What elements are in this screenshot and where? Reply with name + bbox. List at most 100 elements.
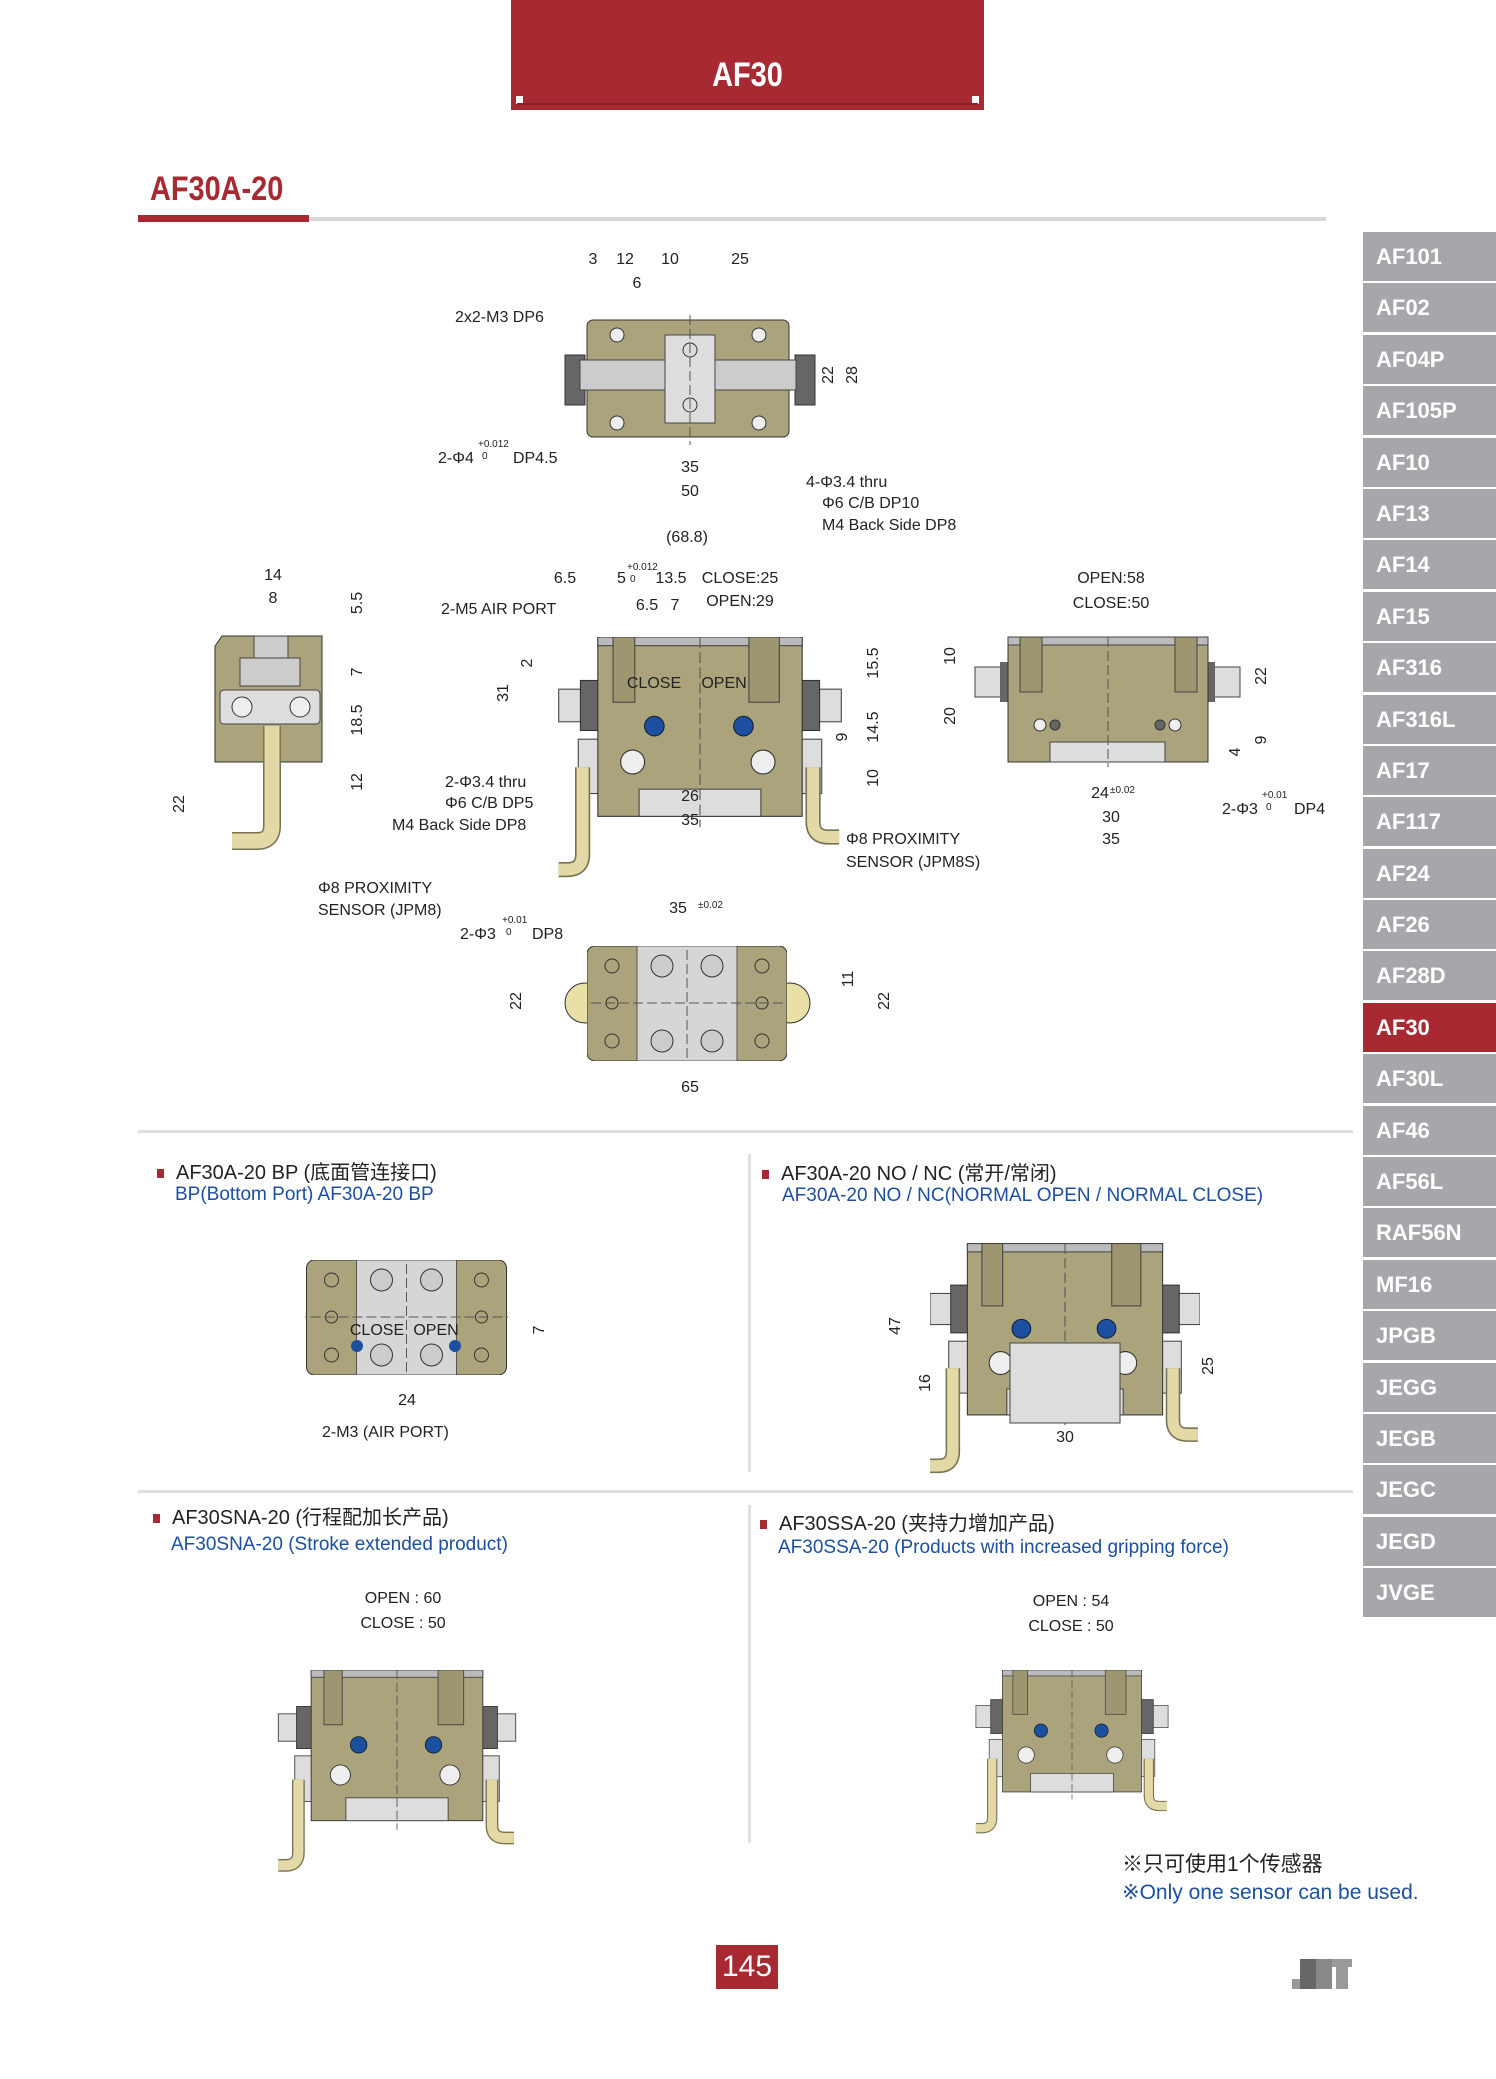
nav-item-af17[interactable]: AF17	[1363, 745, 1496, 795]
nav-item-jpgb[interactable]: JPGB	[1363, 1311, 1496, 1361]
nav-item-af26[interactable]: AF26	[1363, 900, 1496, 950]
dimension-label: 25	[731, 251, 749, 268]
divider	[748, 1154, 751, 1472]
dimension-label: 28	[844, 366, 861, 384]
nav-item-af56l[interactable]: AF56L	[1363, 1157, 1496, 1207]
dimension-label: 6.5	[635, 597, 659, 614]
nav-item-af24[interactable]: AF24	[1363, 848, 1496, 898]
dimension-label: 8	[268, 590, 278, 607]
variant-subtitle-ssa: AF30SSA-20 (Products with increased grip…	[778, 1537, 1229, 1558]
dimension-label: 22	[876, 992, 893, 1010]
corner-mark	[516, 96, 523, 104]
variant-title-nonc: AF30A-20 NO / NC (常开/常闭)	[762, 1157, 1057, 1186]
dimension-label: 10	[942, 647, 959, 665]
page-title: AF30	[712, 56, 783, 94]
dimension-label: 0	[630, 574, 636, 585]
dimension-label: 50	[681, 483, 699, 500]
dimension-label: 22	[508, 992, 525, 1010]
divider	[138, 1130, 1353, 1133]
divider	[748, 1505, 751, 1843]
variant-title-ssa: AF30SSA-20 (夹持力增加产品)	[760, 1507, 1055, 1536]
dimension-label: ±0.02	[698, 900, 723, 911]
nav-item-jegg[interactable]: JEGG	[1363, 1362, 1496, 1412]
dimension-label: 2x2-M3 DP6	[455, 309, 544, 326]
nav-item-af117[interactable]: AF117	[1363, 797, 1496, 847]
nav-item-af316l[interactable]: AF316L	[1363, 694, 1496, 744]
dimension-label: 14.5	[865, 711, 882, 743]
dimension-label: +0.012	[627, 562, 658, 573]
dimension-label: 18.5	[349, 704, 366, 736]
dimension-label: +0.01	[1262, 790, 1288, 801]
nav-item-af105p[interactable]: AF105P	[1363, 386, 1496, 436]
nav-item-jvge[interactable]: JVGE	[1363, 1568, 1496, 1618]
dimension-label: 35	[681, 812, 699, 829]
section-title: AF30A-20	[150, 170, 284, 208]
dimension-label: 0	[482, 451, 488, 462]
nav-item-jegd[interactable]: JEGD	[1363, 1516, 1496, 1566]
nav-item-af02[interactable]: AF02	[1363, 283, 1496, 333]
variant-subtitle-bp: BP(Bottom Port) AF30A-20 BP	[175, 1184, 434, 1205]
nav-item-af15[interactable]: AF15	[1363, 591, 1496, 641]
nav-item-jegc[interactable]: JEGC	[1363, 1465, 1496, 1515]
banner-line	[517, 103, 978, 105]
dimension-label: 6.5	[553, 570, 577, 587]
dimension-label: CLOSE	[349, 1322, 405, 1339]
right-view-drawing	[974, 636, 1241, 767]
variant-title-sna: AF30SNA-20 (行程配加长产品)	[153, 1501, 449, 1530]
dimension-label: OPEN:58	[1077, 570, 1145, 587]
note-cn: ※只可使用1个传感器	[1122, 1853, 1323, 1876]
dimension-label: OPEN	[413, 1322, 459, 1339]
dimension-label: 20	[942, 707, 959, 725]
dimension-label: OPEN	[701, 675, 747, 692]
nav-item-af316[interactable]: AF316	[1363, 643, 1496, 693]
nav-item-jegb[interactable]: JEGB	[1363, 1413, 1496, 1463]
section-underline	[138, 215, 309, 222]
dimension-label: +0.012	[478, 439, 509, 450]
nav-item-af28d[interactable]: AF28D	[1363, 951, 1496, 1001]
dimension-label: 22	[171, 795, 188, 813]
dimension-label: CLOSE:50	[1072, 595, 1150, 612]
nav-item-af13[interactable]: AF13	[1363, 488, 1496, 538]
dimension-label: 5.5	[349, 591, 366, 615]
nav-item-af04p[interactable]: AF04P	[1363, 334, 1496, 384]
side-view-drawing	[214, 635, 323, 850]
dimension-label: 4-Φ3.4 thru	[806, 474, 888, 491]
dimension-label: Φ6 C/B DP5	[445, 795, 534, 812]
nav-item-af30[interactable]: AF30	[1363, 1002, 1496, 1052]
dimension-label: 2-Φ3.4 thru	[445, 774, 527, 791]
section-divider	[138, 217, 1326, 221]
variant-title-bp: AF30A-20 BP (底面管连接口)	[157, 1156, 437, 1185]
variant-subtitle-nonc: AF30A-20 NO / NC(NORMAL OPEN / NORMAL CL…	[782, 1185, 1264, 1206]
nav-item-af30l[interactable]: AF30L	[1363, 1054, 1496, 1104]
dimension-label: CLOSE : 50	[1028, 1618, 1114, 1635]
dimension-label: 16	[917, 1374, 934, 1392]
dimension-label: CLOSE : 50	[360, 1615, 446, 1632]
nav-item-af10[interactable]: AF10	[1363, 437, 1496, 487]
dimension-label: 26	[681, 788, 699, 805]
dimension-label: 30	[1102, 809, 1120, 826]
nav-item-af101[interactable]: AF101	[1363, 232, 1496, 281]
dimension-label: OPEN:29	[706, 593, 774, 610]
corner-mark	[972, 96, 979, 104]
note-en: ※Only one sensor can be used.	[1122, 1881, 1419, 1904]
dimension-label: 7	[670, 597, 680, 614]
dimension-label: 2-M3 (AIR PORT)	[322, 1424, 449, 1441]
dimension-label: 2-Φ3	[460, 926, 496, 943]
dimension-label: OPEN : 54	[1032, 1593, 1110, 1610]
nav-item-raf56n[interactable]: RAF56N	[1363, 1208, 1496, 1258]
dimension-label: 7	[531, 1325, 548, 1335]
nav-item-af46[interactable]: AF46	[1363, 1105, 1496, 1155]
dimension-label: 10	[661, 251, 679, 268]
dimension-label: 22	[820, 366, 837, 384]
dimension-label: 4	[1227, 747, 1244, 757]
nav-item-mf16[interactable]: MF16	[1363, 1259, 1496, 1309]
dimension-label: 30	[1056, 1429, 1074, 1446]
nav-item-af14[interactable]: AF14	[1363, 540, 1496, 590]
dimension-label: 0	[1266, 802, 1272, 813]
top-view-drawing	[564, 315, 816, 445]
page-number: 145	[716, 1945, 778, 1989]
dimension-label: 0	[506, 927, 512, 938]
dimension-label: 15.5	[865, 647, 882, 679]
dimension-label: 35	[1102, 831, 1120, 848]
dimension-label: DP4.5	[513, 450, 558, 467]
